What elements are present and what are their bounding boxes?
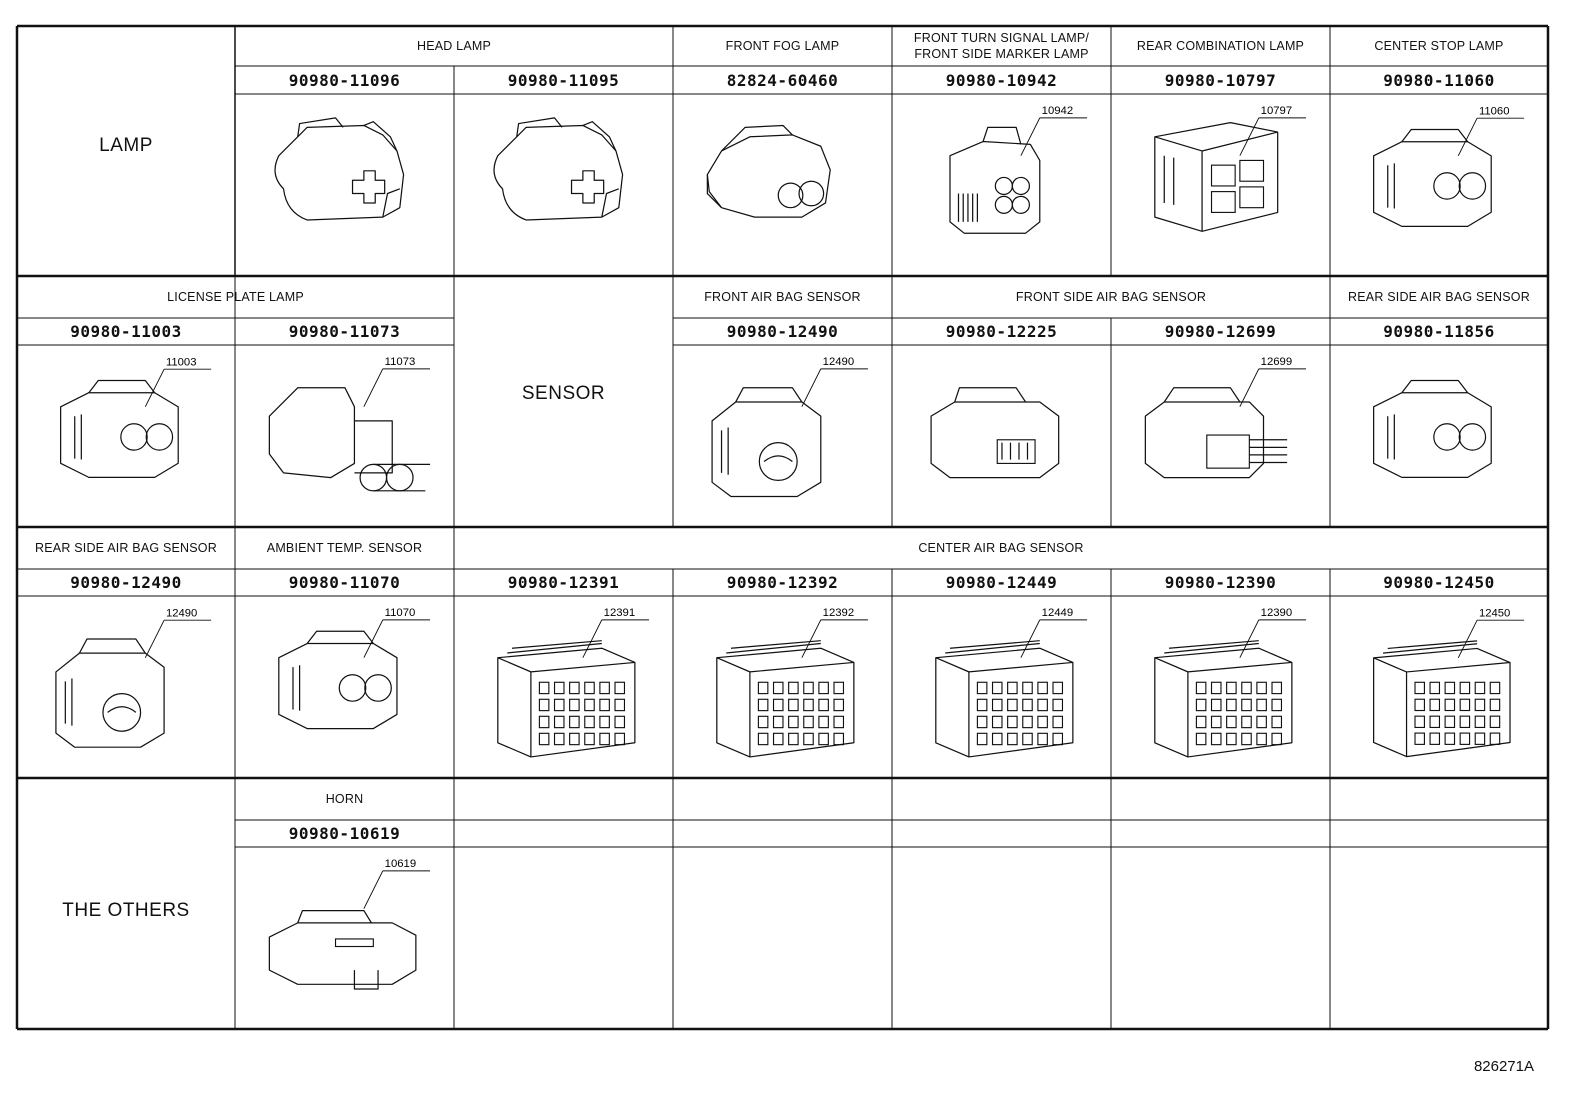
fog-lamp-connector-icon <box>679 98 886 272</box>
headlamp-connector-icon <box>460 98 667 272</box>
part-number: 90980-12450 <box>1383 573 1495 592</box>
block-connector-icon: 12450 <box>1336 600 1542 774</box>
part-number: 90980-12699 <box>1164 322 1277 341</box>
connector-label: FRONT FOG LAMP <box>725 39 840 53</box>
horn-connector-icon: 10619 <box>241 851 448 1025</box>
connector-label: REAR COMBINATION LAMP <box>1136 39 1305 53</box>
two-pin-connector-icon: 11070 <box>241 600 448 774</box>
part-number: 90980-11096 <box>288 70 401 90</box>
two-pin-connector-icon: 11060 <box>1336 98 1542 272</box>
part-number: 90980-12490 <box>70 573 182 592</box>
callout-number: 11003 <box>166 356 197 368</box>
callout-number: 12392 <box>823 607 855 619</box>
connector-label: REAR SIDE AIR BAG SENSOR <box>35 541 217 555</box>
callout-number: 12390 <box>1261 607 1293 619</box>
callout-number: 12490 <box>166 607 197 619</box>
connector-label: AMBIENT TEMP. SENSOR <box>266 541 423 555</box>
two-pin-connector-icon <box>1336 349 1542 523</box>
part-number: 90980-12449 <box>945 573 1058 592</box>
two-pin-plug-icon: 11073 <box>241 349 448 523</box>
block-connector-icon: 12390 <box>1117 600 1324 774</box>
part-number: 90980-12490 <box>726 322 839 341</box>
connector-label: CENTER STOP LAMP <box>1374 39 1504 53</box>
airbag-sensor-connector-icon: 12490 <box>23 600 229 774</box>
two-pin-connector-icon: 11003 <box>23 349 229 523</box>
callout-number: 12449 <box>1042 607 1074 619</box>
part-number: 90980-12225 <box>945 322 1058 341</box>
part-number: 90980-10619 <box>288 824 401 843</box>
part-number: 90980-12392 <box>726 573 839 592</box>
drawing-number: 826271A <box>1473 1058 1534 1075</box>
connector-label: HEAD LAMP <box>416 39 492 53</box>
callout-number: 12391 <box>604 607 636 619</box>
multi-pin-connector-icon: 10797 <box>1117 98 1324 272</box>
callout-number: 12450 <box>1479 607 1510 619</box>
part-number: 90980-10942 <box>945 70 1058 90</box>
part-number: 90980-11095 <box>507 70 620 90</box>
part-number: 90980-11060 <box>1383 70 1495 90</box>
callout-number: 12699 <box>1261 356 1293 368</box>
connector-label: FRONT SIDE AIR BAG SENSOR <box>1015 290 1207 304</box>
category-sensor: SENSOR <box>521 383 606 404</box>
connector-label: CENTER AIR BAG SENSOR <box>918 541 1084 555</box>
connector-label: LICENSE PLATE LAMP <box>167 290 304 304</box>
flat-connector-icon <box>898 349 1105 523</box>
wired-connector-icon: 12699 <box>1117 349 1324 523</box>
block-connector-icon: 12391 <box>460 600 667 774</box>
callout-number: 10797 <box>1261 105 1293 117</box>
callout-number: 11060 <box>1479 105 1510 117</box>
part-number: 90980-12390 <box>1164 573 1277 592</box>
category-others: THE OTHERS <box>62 900 190 921</box>
connector-label: FRONT TURN SIGNAL LAMP/FRONT SIDE MARKER… <box>913 31 1090 61</box>
part-number: 90980-12391 <box>507 573 620 592</box>
part-number: 90980-11856 <box>1383 322 1495 341</box>
connector-label: HORN <box>325 792 364 806</box>
callout-number: 10619 <box>385 858 417 870</box>
callout-number: 12490 <box>823 356 855 368</box>
part-number: 90980-11070 <box>288 573 401 592</box>
callout-number: 11073 <box>385 356 416 368</box>
callout-number: 11070 <box>385 607 416 619</box>
connector-label: FRONT AIR BAG SENSOR <box>704 290 861 304</box>
headlamp-connector-icon <box>241 98 448 272</box>
block-connector-icon: 12392 <box>679 600 886 774</box>
part-number: 90980-11073 <box>288 322 401 341</box>
part-number: 90980-11003 <box>70 322 182 341</box>
connector-label: REAR SIDE AIR BAG SENSOR <box>1348 290 1530 304</box>
block-connector-icon: 12449 <box>898 600 1105 774</box>
part-number: 82824-60460 <box>726 70 839 90</box>
four-pin-connector-icon: 10942 <box>898 98 1105 272</box>
airbag-sensor-connector-icon: 12490 <box>679 349 886 523</box>
callout-number: 10942 <box>1042 105 1074 117</box>
part-number: 90980-10797 <box>1164 70 1277 90</box>
category-lamp: LAMP <box>99 135 153 156</box>
